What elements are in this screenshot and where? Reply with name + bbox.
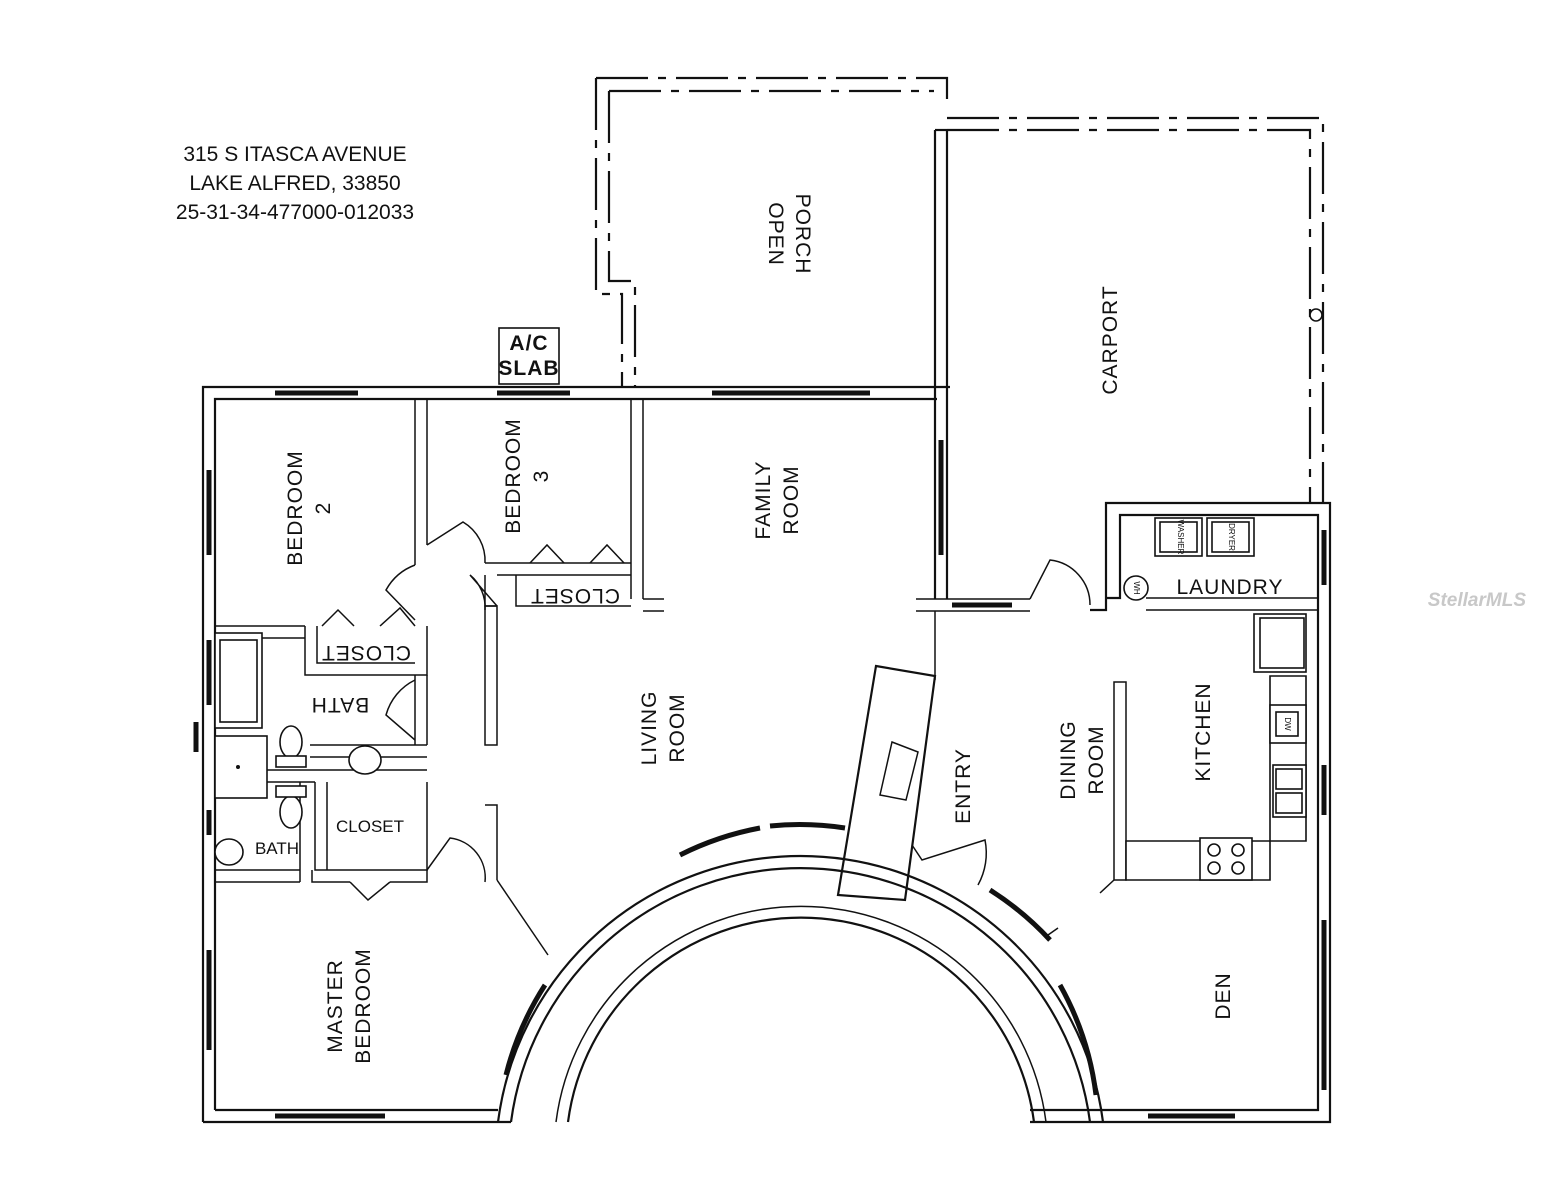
room-labels: OPEN PORCH CARPORT BEDROOM 2 BEDROOM 3 F… — [255, 194, 1284, 1064]
living-room-label-2: ROOM — [666, 693, 689, 762]
open-porch-label-2: PORCH — [791, 194, 814, 275]
water-heater — [1123, 575, 1149, 601]
bath-fixtures — [214, 632, 382, 866]
toilet-hall — [279, 725, 303, 759]
master-bedroom-label-2: BEDROOM — [352, 948, 375, 1064]
washer-label: WASHER — [1176, 520, 1185, 555]
closet-bed3-label: CLOSET — [530, 584, 620, 607]
dining-room-label-2: ROOM — [1085, 725, 1108, 794]
shower — [214, 735, 268, 799]
open-porch-outline — [594, 76, 949, 387]
bedroom-2-label-1: BEDROOM — [284, 450, 307, 566]
address-city: LAKE ALFRED, 33850 — [189, 172, 401, 195]
curved-wall — [496, 822, 1105, 1123]
open-porch-label-1: OPEN — [764, 202, 787, 266]
watermark: StellarMLS — [1427, 590, 1526, 611]
water-heater-label: WH — [1132, 581, 1141, 595]
family-room-label-1: FAMILY — [752, 460, 775, 539]
den-label: DEN — [1212, 972, 1235, 1019]
dining-room-label-1: DINING — [1057, 720, 1080, 800]
ac-slab-label-2: SLAB — [498, 357, 559, 380]
kitchen-label: KITCHEN — [1192, 682, 1215, 781]
living-room-label-1: LIVING — [638, 691, 661, 766]
ac-slab-label-1: A/C — [509, 332, 548, 355]
doors — [321, 521, 1091, 936]
exterior-walls — [201, 128, 1332, 1124]
toilet-master — [279, 795, 303, 829]
carport-label: CARPORT — [1099, 285, 1122, 394]
carport-post — [1309, 308, 1323, 322]
laundry-label: LAUNDRY — [1177, 576, 1284, 599]
bath-hall-label: BATH — [311, 693, 369, 716]
dryer-label: DRYER — [1227, 523, 1236, 551]
closet-master-label: CLOSET — [336, 817, 404, 836]
family-room-label-2: ROOM — [780, 465, 803, 534]
master-bedroom-label-1: MASTER — [324, 959, 347, 1053]
bedroom-3-label-1: BEDROOM — [502, 418, 525, 534]
windows — [193, 390, 1327, 1119]
entry-label: ENTRY — [952, 748, 975, 824]
carport-outline — [947, 116, 1325, 503]
ac-slab: A/C SLAB — [498, 327, 560, 385]
laundry-appliances: WASHER DRYER WH — [1123, 517, 1255, 601]
range — [1199, 837, 1253, 881]
sink-master — [214, 838, 244, 866]
address-parcel-id: 25-31-34-477000-012033 — [175, 201, 415, 224]
closet-bed2-label: CLOSET — [321, 641, 411, 664]
property-address: 315 S ITASCA AVENUE LAKE ALFRED, 33850 2… — [150, 140, 440, 227]
address-street: 315 S ITASCA AVENUE — [183, 143, 407, 166]
dishwasher-label: DW — [1283, 717, 1292, 731]
bedroom-3-label-2: 3 — [530, 470, 553, 483]
entry-feature-wall — [836, 664, 937, 902]
bath-master-label: BATH — [255, 839, 299, 858]
sink-hall — [348, 745, 382, 775]
kitchen-appliances: DW — [1199, 613, 1307, 881]
bedroom-2-label-2: 2 — [312, 502, 335, 515]
